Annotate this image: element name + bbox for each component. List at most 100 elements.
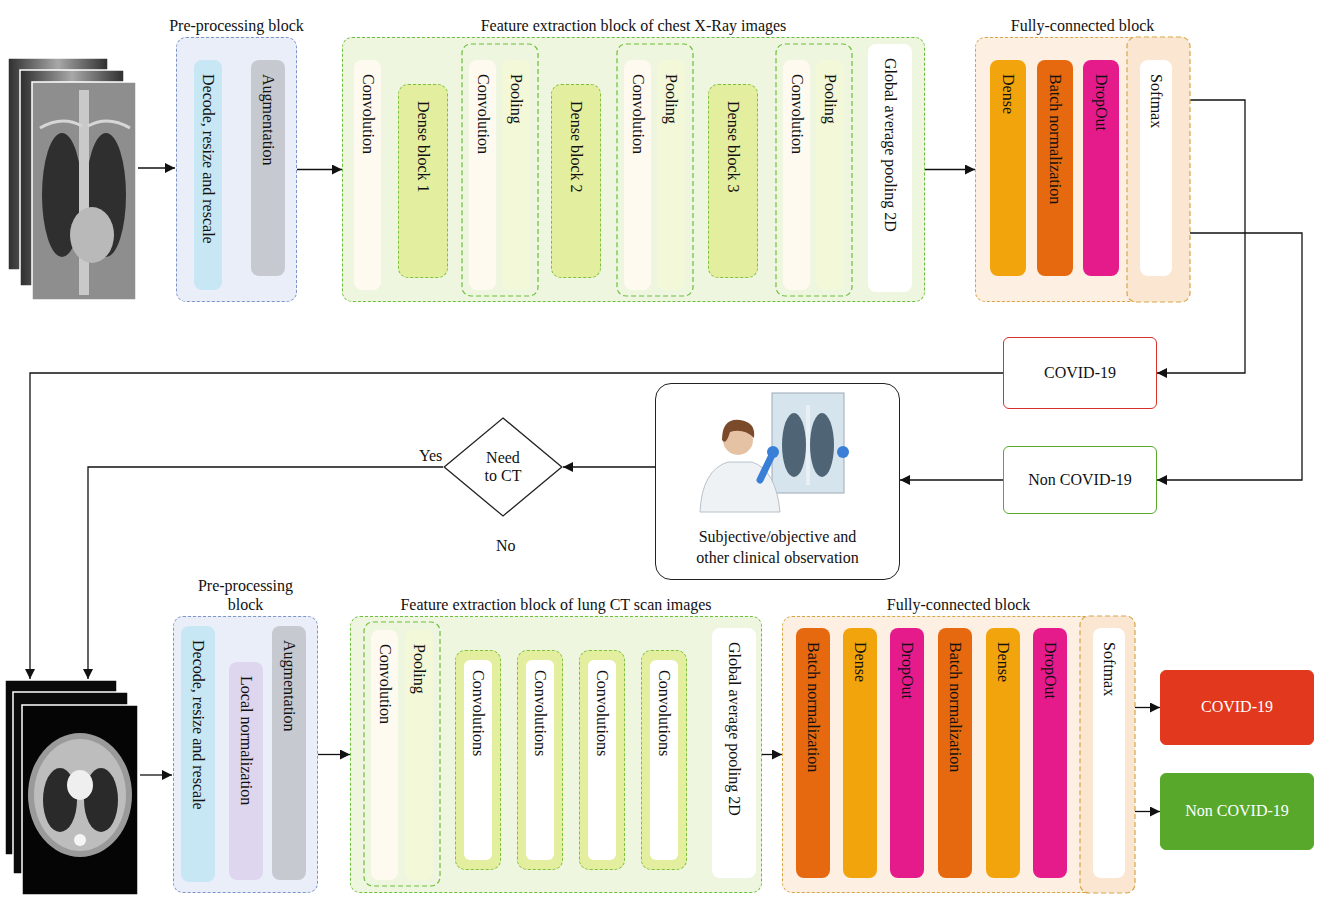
layer-box: Pooling bbox=[657, 60, 685, 290]
branch-label: Yes bbox=[417, 447, 444, 465]
layer-box: Dense bbox=[843, 628, 877, 878]
chest-xray-stack bbox=[70, 207, 114, 263]
dense-block: Dense block 2 bbox=[551, 84, 601, 278]
layer-box: Dense bbox=[990, 60, 1026, 276]
doctor-illustration bbox=[772, 393, 844, 493]
diamond-shape bbox=[444, 418, 562, 516]
node-text: Convolutions bbox=[468, 670, 486, 756]
connector bbox=[1135, 707, 1160, 708]
node-text: Pooling bbox=[409, 644, 427, 694]
ct-scan-stack bbox=[74, 834, 86, 846]
node-text: Dense bbox=[850, 642, 868, 682]
node-text: Global average pooling 2D bbox=[724, 642, 742, 816]
node-text: Feature extraction block of lung CT scan… bbox=[400, 596, 711, 614]
node-text: COVID-19 bbox=[1044, 364, 1116, 382]
chest-xray-stack bbox=[32, 82, 136, 300]
conv-block: Convolutions bbox=[517, 650, 563, 870]
output-box: COVID-19 bbox=[1160, 670, 1314, 745]
connector bbox=[1135, 811, 1160, 812]
layer-box: Local normalization bbox=[229, 662, 263, 880]
block-panel: Pre-processing blockDecode, resize and r… bbox=[173, 616, 318, 893]
node-text: Convolution bbox=[473, 74, 491, 154]
conv-inner: Convolutions bbox=[588, 660, 616, 860]
node-text: Dense block 2 bbox=[566, 101, 584, 193]
node-text: DropOut bbox=[1040, 642, 1058, 699]
ct-scan-stack bbox=[5, 680, 138, 895]
layer-box: Augmentation bbox=[251, 60, 285, 276]
node-text: Pooling bbox=[506, 74, 524, 124]
softmax-panel bbox=[1080, 616, 1135, 893]
layer-box: Decode, resize and rescale bbox=[181, 626, 215, 882]
block-panel: Fully-connected blockDenseBatch normaliz… bbox=[975, 37, 1190, 302]
node-text: Dense bbox=[993, 642, 1011, 682]
layer-box: Pooling bbox=[816, 60, 844, 290]
conv-block: Convolutions bbox=[579, 650, 625, 870]
connector bbox=[318, 754, 350, 755]
observation-box: Subjective/objective and other clinical … bbox=[655, 383, 900, 580]
node-text: Feature extraction block of chest X-Ray … bbox=[481, 17, 787, 35]
node-text: DropOut bbox=[1091, 74, 1109, 131]
layer-box: Convolution bbox=[371, 630, 398, 880]
node-text: Batch normalization bbox=[1045, 74, 1063, 204]
output-box: Non COVID-19 bbox=[1003, 446, 1157, 514]
layer-group-outline bbox=[462, 44, 852, 296]
branch-label: No bbox=[494, 537, 518, 555]
node-text: Batch normalization bbox=[803, 642, 821, 772]
layer-box: Dense bbox=[986, 628, 1020, 878]
connector bbox=[563, 466, 655, 467]
node-text: Batch normalization bbox=[945, 642, 963, 772]
ct-scan-stack bbox=[34, 739, 126, 851]
node-text: Pooling bbox=[820, 74, 838, 124]
softmax-panel bbox=[1127, 37, 1190, 302]
doctor-illustration bbox=[810, 413, 834, 477]
conv-block: Convolutions bbox=[641, 650, 687, 870]
conv-inner: Convolutions bbox=[650, 660, 678, 860]
node-text: Dense block 1 bbox=[413, 101, 431, 193]
layer-box: Global average pooling 2D bbox=[712, 628, 756, 878]
doctor-illustration bbox=[806, 405, 810, 485]
doctor-illustration bbox=[722, 420, 754, 442]
conv-block: Convolutions bbox=[455, 650, 501, 870]
node-text: Decode, resize and rescale bbox=[188, 640, 206, 810]
layer-box: Convolution bbox=[469, 60, 496, 290]
node-text: Pooling bbox=[661, 74, 679, 124]
connector bbox=[925, 169, 975, 170]
layer-box: Softmax bbox=[1093, 628, 1125, 878]
node-text: Augmentation bbox=[258, 74, 276, 166]
node-text: Fully-connected block bbox=[887, 596, 1031, 614]
node-text: Pre-processing block bbox=[169, 17, 304, 35]
ct-scan-stack bbox=[22, 705, 138, 895]
node-text: Decode, resize and rescale bbox=[198, 74, 216, 244]
layer-box: Pooling bbox=[502, 60, 530, 290]
node-text: Dense bbox=[998, 74, 1016, 114]
node-text: Convolution bbox=[787, 74, 805, 154]
node-text: Non COVID-19 bbox=[1028, 471, 1132, 489]
layer-box: Softmax bbox=[1140, 60, 1172, 276]
node-text: DropOut bbox=[897, 642, 915, 699]
flow-line bbox=[138, 167, 175, 168]
doctor-illustration bbox=[767, 446, 779, 458]
connector bbox=[900, 479, 1003, 480]
node-text: Convolutions bbox=[530, 670, 548, 756]
layer-box: Pooling bbox=[405, 630, 433, 880]
node-text: Convolution bbox=[375, 644, 393, 724]
chest-xray-stack bbox=[40, 121, 130, 128]
layer-box: DropOut bbox=[890, 628, 924, 878]
dense-block: Dense block 1 bbox=[398, 84, 448, 278]
layer-group-outline bbox=[462, 44, 538, 296]
connector bbox=[762, 754, 782, 755]
ct-scan-stack bbox=[67, 770, 93, 800]
layer-box: DropOut bbox=[1083, 60, 1119, 276]
layer-group-outline bbox=[776, 44, 852, 296]
node-text: Subjective/objective and other clinical … bbox=[683, 527, 873, 569]
node-text: COVID-19 bbox=[1201, 698, 1273, 716]
node-text: Local normalization bbox=[236, 676, 254, 805]
layer-box: Convolution bbox=[783, 60, 810, 290]
node-text: Augmentation bbox=[279, 640, 297, 732]
layer-box: Global average pooling 2D bbox=[868, 44, 912, 292]
node-text: Dense block 3 bbox=[723, 101, 741, 193]
layer-box: Batch normalization bbox=[1037, 60, 1073, 276]
layer-box: Batch normalization bbox=[796, 628, 830, 878]
doctor-illustration bbox=[837, 446, 849, 458]
